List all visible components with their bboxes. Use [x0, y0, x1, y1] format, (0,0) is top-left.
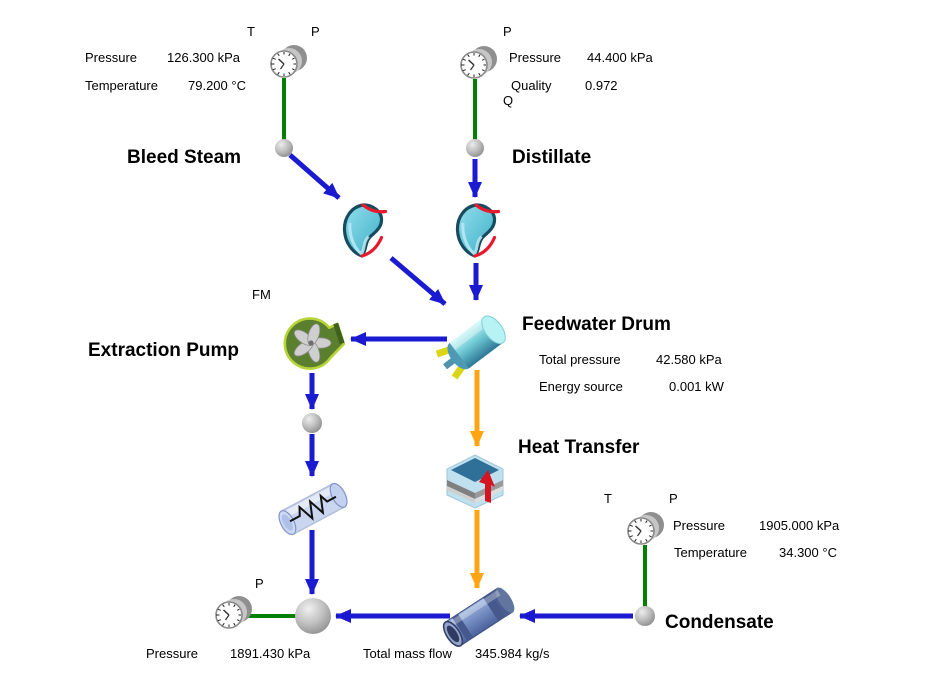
distillate-quality-value: 0.972: [585, 78, 618, 93]
pipe-resistance-icon[interactable]: [276, 481, 351, 537]
stream-nozzle1-to-drum[interactable]: [389, 256, 447, 306]
outlet-mass-flow-label: Total mass flow: [363, 646, 452, 661]
condensate-node[interactable]: [635, 606, 655, 626]
condensate-gauge-icon[interactable]: [627, 511, 665, 545]
heat-transfer-title: Heat Transfer: [518, 437, 640, 458]
bleed-steam-gauge-icon[interactable]: [270, 44, 308, 78]
outlet-gauge-icon[interactable]: [215, 595, 253, 629]
condensate-tag-t: T: [604, 491, 612, 506]
condensate-title: Condensate: [665, 612, 774, 633]
condensate-temperature-value: 34.300 °C: [779, 545, 837, 560]
distillate-node[interactable]: [466, 139, 484, 157]
distillate-quality-label: Quality: [511, 78, 552, 93]
distillate-title: Distillate: [512, 147, 592, 168]
bleed-steam-pressure-value: 126.300 kPa: [167, 50, 241, 65]
distillate-gauge-icon[interactable]: [460, 45, 498, 79]
feedwater-drum-total-pressure-label: Total pressure: [539, 352, 621, 367]
outlet-pressure-value: 1891.430 kPa: [230, 646, 311, 661]
condensate-temperature-label: Temperature: [674, 545, 747, 560]
distillate-tag-p: P: [503, 24, 512, 39]
distillate-pressure-label: Pressure: [509, 50, 562, 65]
pipe-icon[interactable]: [440, 585, 518, 650]
stream-bleed-steam-to-nozzle[interactable]: [288, 153, 341, 200]
expansion-nozzle-icon-1[interactable]: [342, 203, 388, 258]
outlet-tag-p: P: [255, 576, 264, 591]
expansion-nozzle-icon-2[interactable]: [455, 203, 501, 258]
bleed-steam-node[interactable]: [275, 139, 293, 157]
mixer-node[interactable]: [295, 598, 331, 634]
bleed-steam-temperature-value: 79.200 °C: [188, 78, 246, 93]
condensate-pressure-label: Pressure: [673, 518, 726, 533]
bleed-steam-pressure-label: Pressure: [85, 50, 138, 65]
heat-transfer-icon[interactable]: [446, 454, 504, 509]
feedwater-drum-total-pressure-value: 42.580 kPa: [656, 352, 722, 367]
bleed-steam-title: Bleed Steam: [127, 147, 242, 168]
distillate-tag-q: Q: [503, 93, 514, 108]
condensate-pressure-value: 1905.000 kPa: [759, 518, 840, 533]
outlet-mass-flow-value: 345.984 kg/s: [475, 646, 550, 661]
bleed-steam-tag-t: T: [247, 24, 255, 39]
extraction-pump-tag-fm: FM: [252, 287, 271, 302]
distillate-pressure-value: 44.400 kPa: [587, 50, 653, 65]
outlet-pressure-label: Pressure: [146, 646, 199, 661]
feedwater-drum-energy-source-label: Energy source: [539, 379, 623, 394]
pump-outlet-node[interactable]: [302, 413, 322, 433]
extraction-pump-title: Extraction Pump: [88, 340, 239, 361]
bleed-steam-temperature-label: Temperature: [85, 78, 158, 93]
feedwater-drum-icon[interactable]: [434, 310, 511, 381]
feedwater-drum-energy-source-value: 0.001 kW: [669, 379, 724, 394]
extraction-pump-icon[interactable]: [278, 310, 349, 376]
condensate-tag-p: P: [669, 491, 678, 506]
feedwater-drum-title: Feedwater Drum: [522, 314, 671, 335]
bleed-steam-tag-p: P: [311, 24, 320, 39]
